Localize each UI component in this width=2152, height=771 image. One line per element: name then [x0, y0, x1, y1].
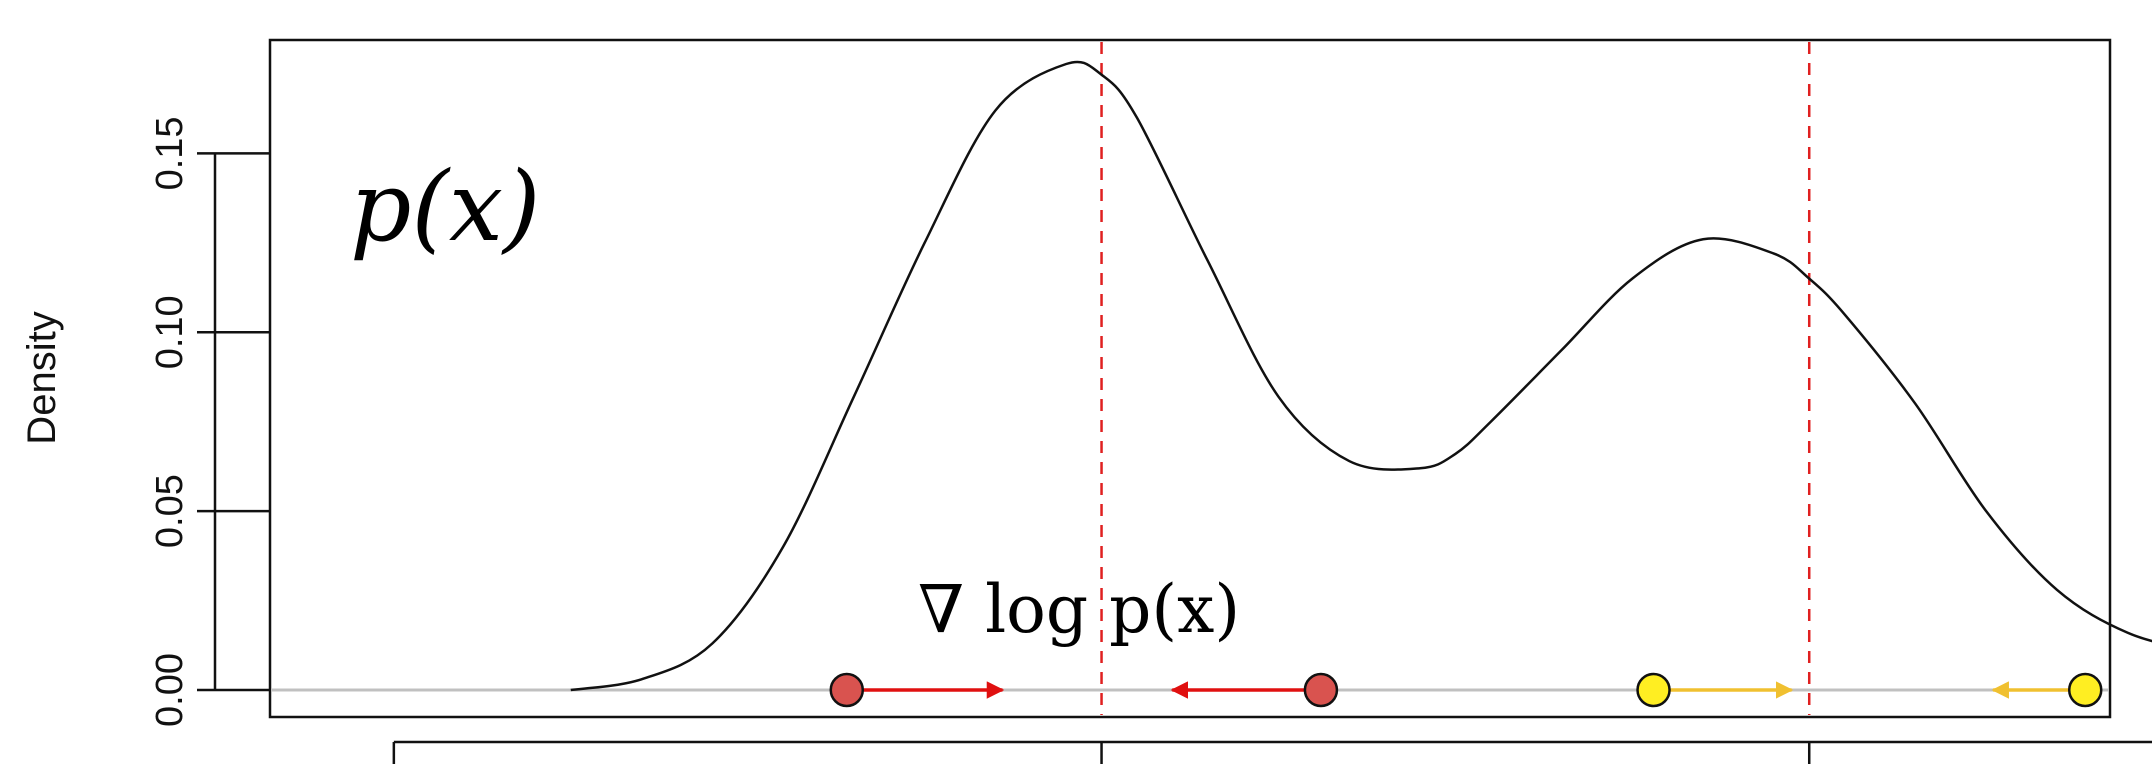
y-tick-label: 0.05 — [149, 474, 191, 548]
y-tick-label: 0.00 — [149, 653, 191, 727]
score-points — [829, 672, 2103, 708]
density-label: p(x) — [350, 151, 541, 263]
sample-point — [1303, 672, 1339, 708]
y-axis-label: Density — [20, 311, 64, 444]
y-axis: 0.00 0.05 0.10 0.15 — [149, 116, 270, 727]
x-axis — [392, 740, 2152, 764]
score-label: ∇ log p(x) — [918, 571, 1240, 648]
density-curve — [570, 60, 2152, 692]
y-tick-label: 0.10 — [149, 295, 191, 369]
sample-point — [1636, 672, 1671, 708]
density-curve-group — [570, 60, 2152, 692]
sample-point — [829, 672, 865, 708]
plot-frame — [268, 38, 2112, 719]
y-tick-label: 0.15 — [149, 116, 191, 190]
sample-point — [2067, 672, 2103, 708]
mode-lines — [1100, 42, 1811, 715]
